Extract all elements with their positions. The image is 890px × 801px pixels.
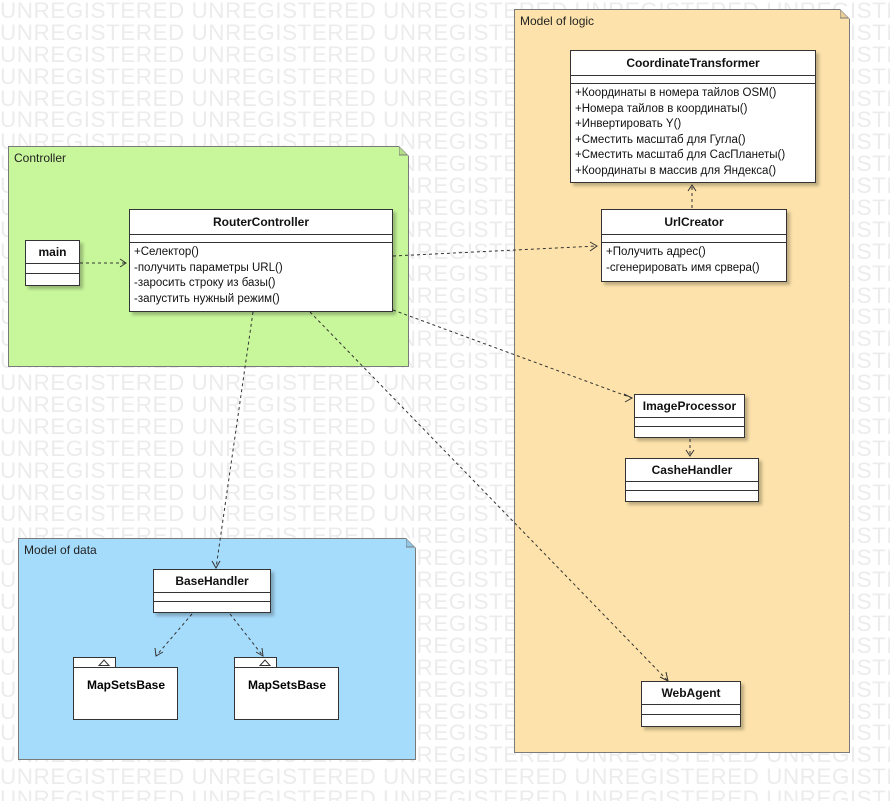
class-main[interactable]: main [25,240,80,286]
class-name: CasheHandler [626,459,758,482]
class-router-controller[interactable]: RouterController +Селектор() -получить п… [129,209,393,312]
class-name: UrlCreator [602,210,786,235]
attributes-section [130,235,392,243]
operations-section [26,274,79,283]
package-node-icon [73,657,178,720]
arrowhead-icon [623,393,634,403]
operation: +Сместить масштаб для Гугла() [575,133,746,146]
arrowhead-icon [687,184,697,192]
package-fold-icon [840,9,850,19]
class-coordinate-transformer[interactable]: CoordinateTransformer +Координаты в номе… [570,50,816,183]
package-node-icon [234,657,339,720]
arrowhead-icon [255,647,264,657]
arrowhead-icon [154,647,164,657]
component-mapsets-base-1[interactable]: MapSetsBase [73,657,179,720]
operation: +Сместить масштаб для СасПланеты() [575,149,786,161]
class-name: CoordinateTransformer [571,51,815,76]
class-base-handler[interactable]: BaseHandler [153,569,271,613]
operation: +Координаты в массив для Яндекса() [575,164,777,177]
operation: -сгенерировать имя срвера() [606,261,760,274]
controller-package-title: Controller [14,151,67,165]
attributes-section [571,76,815,84]
attributes-section [642,705,740,715]
operation: +Координаты в номера тайлов OSM() [575,87,777,99]
package-fold-icon [406,538,416,548]
class-web-agent[interactable]: WebAgent [641,681,741,727]
operation: +Номера тайлов в координаты() [575,102,748,115]
class-name: ImageProcessor [635,395,744,418]
logic-package-title: Model of logic [520,14,595,28]
attributes-section [154,593,270,602]
edge-router-webagent [309,311,669,682]
component-mapsets-base-2[interactable]: MapSetsBase [234,657,340,720]
data-package-title: Model of data [24,543,97,557]
edge-basehandler-mapsets2 [229,613,264,657]
edge-basehandler-mapsets1 [155,613,193,657]
class-url-creator[interactable]: UrlCreator +Получить адрес() -сгенериров… [601,209,787,282]
attributes-section [26,264,79,274]
arrowhead-icon [211,560,221,570]
operations-section [626,491,758,499]
attributes-section [635,418,744,427]
edge-router-basehandler [215,311,254,569]
operations-section [642,715,740,724]
class-name: main [26,241,79,264]
operation: +Получить адрес() [606,246,706,258]
operation: -запустить нужный режим() [134,292,280,305]
arrowhead-icon [119,258,127,268]
operation: -получить параметры URL() [134,261,283,274]
package-fold-icon [399,146,409,156]
operation: -заросить строку из базы() [134,277,276,289]
operation: +Инвертировать Y() [575,118,682,130]
component-name: MapSetsBase [247,678,327,692]
operations-section: +Получить адрес() -сгенерировать имя срв… [602,243,786,276]
edge-router-urlcreator [392,245,598,257]
attributes-section [602,235,786,243]
attributes-section [626,482,758,491]
operation: +Селектор() [134,246,199,258]
class-image-processor[interactable]: ImageProcessor [634,394,745,438]
operations-section [635,427,744,435]
class-name: WebAgent [642,682,740,705]
class-name: RouterController [130,210,392,235]
class-name: BaseHandler [154,570,270,593]
arrowhead-icon [685,449,695,457]
arrowhead-icon [589,241,598,252]
class-cashe-handler[interactable]: CasheHandler [625,458,759,502]
operations-section: +Селектор() -получить параметры URL() -з… [130,243,392,307]
operations-section: +Координаты в номера тайлов OSM() +Номер… [571,84,815,179]
edge-router-imageprocessor [392,309,633,399]
operations-section [154,602,270,610]
component-name: MapSetsBase [86,678,166,692]
